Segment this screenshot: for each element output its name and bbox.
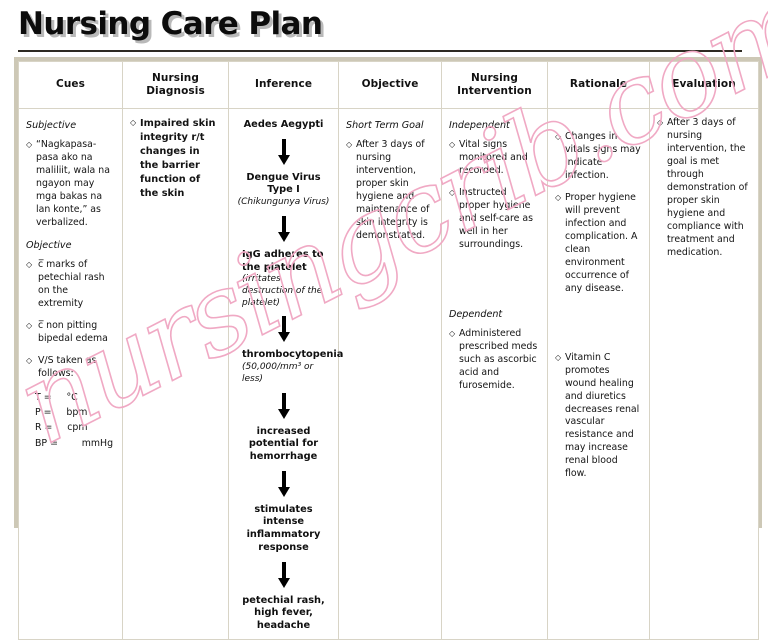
intervention-dependent-item: Administered prescribed meds such as asc… xyxy=(449,328,540,393)
vs-label: BP = xyxy=(35,437,58,449)
vital-signs-block: T = °C P = bpm R = cpm BP = mmHg xyxy=(35,390,115,451)
column-header-rationale: Rationale xyxy=(547,61,650,109)
rationale-item: Vitamin C promotes wound healing and diu… xyxy=(555,352,642,482)
intervention-independent-item: Vital signs monitored and recorded. xyxy=(449,139,540,178)
cell-nursing-intervention: Independent Vital signs monitored and re… xyxy=(441,108,548,640)
title-divider xyxy=(18,50,742,52)
header-line-2: Intervention xyxy=(457,85,532,97)
intervention-independent-label: Independent xyxy=(449,120,510,131)
vs-unit: mmHg xyxy=(81,437,114,449)
flow-arrow-down-icon xyxy=(277,392,290,419)
nursing-diagnosis-item: Impaired skin integrity r/t changes in t… xyxy=(130,117,221,200)
flow-node-main: thrombocytopenia xyxy=(242,349,344,361)
column-header-objective: Objective xyxy=(338,61,442,109)
cell-evaluation: After 3 days of nursing intervention, th… xyxy=(649,108,759,640)
intervention-dependent-label: Dependent xyxy=(449,308,503,320)
cell-objective: Short Term Goal After 3 days of nursing … xyxy=(338,108,442,640)
cell-rationale: Changes in vitals signs may indicate inf… xyxy=(547,108,650,640)
table-body-row: Subjective “Nagkapasa-pasa ako na malili… xyxy=(18,108,759,640)
cell-cues: Subjective “Nagkapasa-pasa ako na malili… xyxy=(18,108,123,640)
vital-sign-blood-pressure: BP = mmHg xyxy=(35,436,115,451)
page-title: Nursing Care Plan xyxy=(18,6,323,42)
nursing-care-plan-table: Cues Nursing Diagnosis Inference Objecti… xyxy=(18,61,759,640)
vs-label: R = xyxy=(35,422,53,434)
objective-item: After 3 days of nursing intervention, pr… xyxy=(346,139,434,243)
vs-unit: cpm xyxy=(67,422,88,434)
cues-subjective-label: Subjective xyxy=(26,120,77,131)
evaluation-item: After 3 days of nursing intervention, th… xyxy=(657,117,751,260)
flow-node-aedes-aegypti: Aedes Aegypti xyxy=(243,119,324,130)
vital-sign-pulse: P = bpm xyxy=(35,405,115,420)
column-header-inference: Inference xyxy=(228,61,339,109)
vital-sign-respiration: R = cpm xyxy=(35,420,115,435)
flow-node-sub: (irritates destruction of the platelet) xyxy=(242,274,323,308)
intervention-independent-item: Instructed proper hygiene and self-care … xyxy=(449,187,540,252)
cell-nursing-diagnosis: Impaired skin integrity r/t changes in t… xyxy=(122,108,229,640)
vs-unit: bpm xyxy=(66,407,88,419)
vs-label: P = xyxy=(35,407,52,419)
cues-subjective-quote: “Nagkapasa-pasa ako na maliliit, wala na… xyxy=(26,139,115,230)
flow-arrow-down-icon xyxy=(277,561,290,588)
care-plan-table-frame: Cues Nursing Diagnosis Inference Objecti… xyxy=(14,57,762,640)
rationale-item: Proper hygiene will prevent infection an… xyxy=(555,192,642,296)
cues-objective-label: Objective xyxy=(26,240,72,252)
cues-objective-item: c̅ non pitting bipedal edema xyxy=(26,320,115,346)
vs-unit: °C xyxy=(66,392,78,403)
column-header-nursing-diagnosis: Nursing Diagnosis xyxy=(122,61,229,109)
flow-arrow-down-icon xyxy=(277,316,290,343)
rationale-spacer xyxy=(555,117,642,131)
table-header-row: Cues Nursing Diagnosis Inference Objecti… xyxy=(18,61,759,109)
cues-objective-item: V/S taken as follows: xyxy=(26,355,115,381)
column-header-cues: Cues xyxy=(18,61,123,109)
header-line-1: Nursing xyxy=(471,71,518,84)
flow-node-sub: (50,000/mm³ or less) xyxy=(242,362,314,384)
cues-objective-item: c̅ marks of petechial rash on the extrem… xyxy=(26,259,115,311)
vital-sign-temperature: T = °C xyxy=(35,390,115,405)
flow-node-petechial-rash: petechial rash,high fever,headache xyxy=(242,594,325,632)
flow-node-thrombocytopenia: thrombocytopenia (50,000/mm³ or less) xyxy=(236,349,343,385)
flow-arrow-down-icon xyxy=(277,470,290,497)
flow-arrow-down-icon xyxy=(277,138,290,165)
rationale-item: Changes in vitals signs may indicate inf… xyxy=(555,131,642,183)
flow-arrow-down-icon xyxy=(277,215,290,242)
objective-goal-label: Short Term Goal xyxy=(346,120,424,131)
vs-label: T = xyxy=(35,392,52,403)
flow-node-sub: (Chikungunya Virus) xyxy=(237,197,330,208)
column-header-evaluation: Evaluation xyxy=(649,61,759,109)
